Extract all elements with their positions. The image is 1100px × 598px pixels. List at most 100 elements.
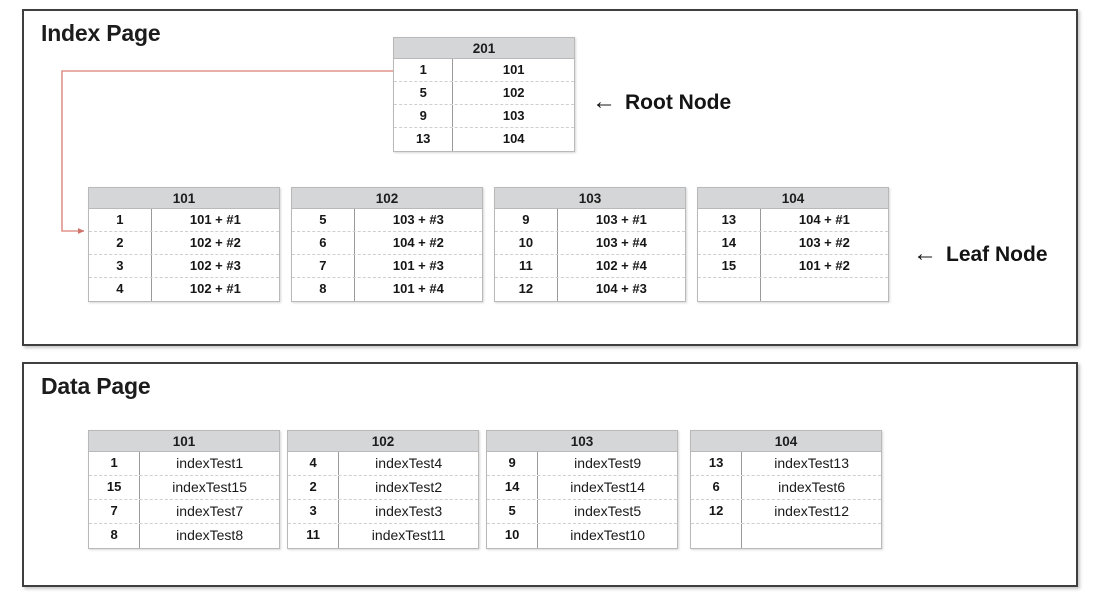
cell-value: 102: [502, 85, 525, 100]
data-page-table-header: 102: [288, 431, 478, 452]
table-row: 11 indexTest11: [288, 524, 478, 548]
table-row: 4 indexTest4: [288, 452, 478, 476]
cell-value: indexTest8: [176, 527, 244, 543]
cell-key: 13: [698, 209, 761, 231]
cell-value: 104 + #1: [798, 212, 850, 227]
cell-key: 11: [288, 524, 340, 548]
table-row: 1 101 + #1: [89, 209, 279, 232]
data-page-table-104: 104 13 indexTest13 6 indexTest6 12 index…: [690, 430, 882, 549]
data-page-table-header: 104: [691, 431, 881, 452]
cell-key: 11: [495, 255, 558, 277]
table-row: 15 101 + #2: [698, 255, 888, 278]
table-row: 6 indexTest6: [691, 476, 881, 500]
cell-value: [742, 524, 881, 548]
cell-value: indexTest9: [574, 455, 642, 471]
leaf-node-table-102: 102 5 103 + #3 6 104 + #2 7 101 + #3 8 1…: [291, 187, 483, 302]
leaf-node-table-101: 101 1 101 + #1 2 102 + #2 3 102 + #3 4 1…: [88, 187, 280, 302]
cell-value: indexTest3: [375, 503, 443, 519]
cell-key: 8: [89, 524, 141, 548]
cell-key: 14: [487, 476, 539, 499]
cell-key: 8: [292, 278, 355, 301]
table-row: 13 104: [394, 128, 574, 151]
table-row: [698, 278, 888, 301]
cell-value: 102 + #1: [189, 281, 241, 296]
cell-value: indexTest11: [371, 527, 446, 543]
table-row: 13 104 + #1: [698, 209, 888, 232]
cell-key: 12: [691, 500, 743, 523]
table-row: 10 103 + #4: [495, 232, 685, 255]
cell-value: indexTest14: [570, 479, 645, 495]
cell-key: 2: [288, 476, 340, 499]
cell-key: 9: [487, 452, 539, 475]
arrow-left-icon: ←: [592, 88, 616, 115]
cell-key: [691, 524, 743, 548]
table-row: 5 indexTest5: [487, 500, 677, 524]
table-row: [691, 524, 881, 548]
cell-value: 102 + #3: [189, 258, 241, 273]
table-row: 4 102 + #1: [89, 278, 279, 301]
cell-value: 103 + #3: [392, 212, 444, 227]
cell-key: 2: [89, 232, 152, 254]
root-node-annotation: ← Root Node: [592, 88, 732, 115]
cell-key: 13: [394, 128, 454, 151]
cell-value: 104 + #3: [595, 281, 647, 296]
table-row: 12 104 + #3: [495, 278, 685, 301]
table-row: 15 indexTest15: [89, 476, 279, 500]
root-node-annotation-label: Root Node: [625, 91, 732, 114]
table-row: 7 101 + #3: [292, 255, 482, 278]
leaf-node-annotation-label: Leaf Node: [946, 243, 1048, 266]
table-row: 2 indexTest2: [288, 476, 478, 500]
cell-value: [761, 278, 888, 301]
table-row: 14 indexTest14: [487, 476, 677, 500]
cell-key: [698, 278, 761, 301]
data-page-table-103: 103 9 indexTest9 14 indexTest14 5 indexT…: [486, 430, 678, 549]
cell-value: 103 + #2: [798, 235, 850, 250]
cell-value: indexTest13: [774, 455, 849, 471]
cell-value: 102 + #4: [595, 258, 647, 273]
cell-key: 5: [487, 500, 539, 523]
table-row: 1 indexTest1: [89, 452, 279, 476]
table-row: 13 indexTest13: [691, 452, 881, 476]
cell-value: 103: [502, 108, 525, 123]
root-node-header: 201: [394, 38, 574, 59]
table-row: 5 102: [394, 82, 574, 105]
cell-key: 1: [89, 209, 152, 231]
cell-key: 9: [495, 209, 558, 231]
cell-key: 4: [89, 278, 152, 301]
data-page-table-101: 101 1 indexTest1 15 indexTest15 7 indexT…: [88, 430, 280, 549]
cell-key: 10: [495, 232, 558, 254]
table-row: 1 101: [394, 59, 574, 82]
table-row: 6 104 + #2: [292, 232, 482, 255]
cell-value: indexTest15: [172, 479, 247, 495]
table-row: 14 103 + #2: [698, 232, 888, 255]
cell-value: 101 + #3: [392, 258, 444, 273]
cell-value: 102 + #2: [189, 235, 241, 250]
cell-key: 6: [292, 232, 355, 254]
cell-value: 103 + #4: [595, 235, 647, 250]
cell-value: indexTest5: [574, 503, 642, 519]
cell-value: 104: [502, 131, 525, 146]
cell-key: 7: [292, 255, 355, 277]
table-row: 11 102 + #4: [495, 255, 685, 278]
cell-value: indexTest12: [774, 503, 849, 519]
cell-key: 14: [698, 232, 761, 254]
cell-value: indexTest1: [176, 455, 244, 471]
cell-key: 13: [691, 452, 743, 475]
table-row: 9 indexTest9: [487, 452, 677, 476]
table-row: 8 indexTest8: [89, 524, 279, 548]
root-node-table: 201 1 101 5 102 9 103 13 104: [393, 37, 575, 152]
data-page-table-header: 103: [487, 431, 677, 452]
leaf-node-table-103: 103 9 103 + #1 10 103 + #4 11 102 + #4 1…: [494, 187, 686, 302]
table-row: 8 101 + #4: [292, 278, 482, 301]
cell-value: indexTest4: [375, 455, 443, 471]
cell-value: indexTest10: [570, 527, 645, 543]
leaf-node-header: 101: [89, 188, 279, 209]
table-row: 9 103 + #1: [495, 209, 685, 232]
cell-key: 4: [288, 452, 340, 475]
cell-value: indexTest2: [375, 479, 443, 495]
cell-value: 101: [502, 62, 525, 77]
table-row: 7 indexTest7: [89, 500, 279, 524]
index-page-title: Index Page: [41, 20, 161, 46]
cell-value: indexTest6: [778, 479, 846, 495]
